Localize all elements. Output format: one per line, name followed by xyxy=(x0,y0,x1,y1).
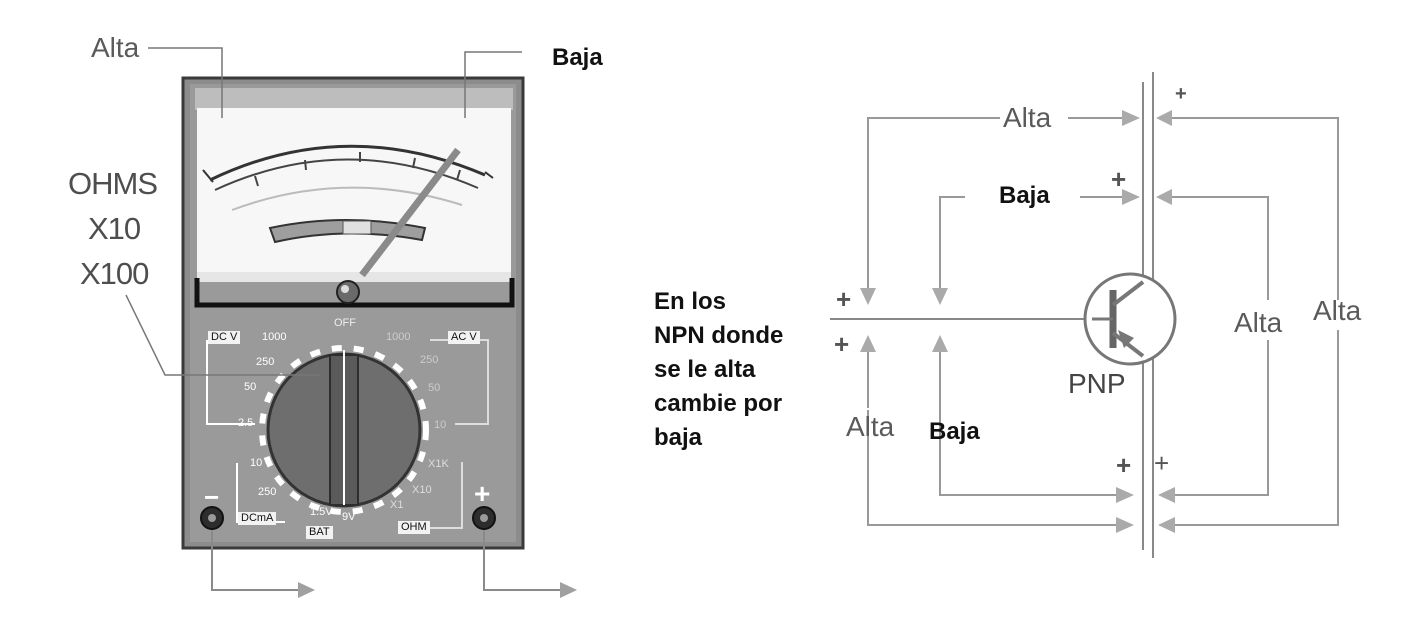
dcv-2-5: 2.5 xyxy=(238,417,254,429)
scale-end-left xyxy=(202,169,214,183)
meter-window-top xyxy=(195,88,513,110)
scale-band-mark xyxy=(342,220,372,235)
npn-note-line-4: cambie por xyxy=(654,390,783,417)
plus-top-right: + xyxy=(1175,83,1187,105)
ohm-tag: OHM xyxy=(398,521,430,534)
arrow-inner-top-right-into-rail xyxy=(1156,189,1172,205)
acv-50: 50 xyxy=(428,382,441,394)
scale-arc-faint xyxy=(231,186,463,211)
arrow-inner-top-into-rail xyxy=(1122,189,1140,205)
npn-note-line-5: baja xyxy=(654,424,703,451)
ohm-x1: X1 xyxy=(390,499,404,511)
scale-end-right xyxy=(484,171,494,179)
ohms-label: OHMS xyxy=(68,166,158,201)
meter-needle xyxy=(359,147,461,278)
x100-label: X100 xyxy=(80,256,149,291)
dcv-1000: 1000 xyxy=(262,331,287,343)
dcv-tag: DC V xyxy=(208,331,241,344)
meter-window-bottom xyxy=(197,272,511,282)
plus-jack-hole xyxy=(480,514,488,522)
meter-window xyxy=(197,108,511,280)
baja-leader xyxy=(464,51,522,118)
x10-label: X10 xyxy=(88,211,141,246)
arrow-inner-down-left xyxy=(932,288,948,305)
plus-base-top: + xyxy=(836,284,852,314)
plus-probe-line xyxy=(483,530,562,591)
plus-base-bottom: + xyxy=(834,329,850,359)
loop-bottom-inner-right xyxy=(1175,340,1269,496)
ohm-x1k: X1K xyxy=(428,458,449,470)
dcma-250: 250 xyxy=(258,486,277,498)
alta-label-bottom: Alta xyxy=(846,411,895,442)
baja-label-bottom: Baja xyxy=(929,418,980,445)
loop-right-outer xyxy=(1170,117,1339,300)
dcv-50: 50 xyxy=(244,381,257,393)
scale-tick-5 xyxy=(456,169,461,181)
scale-tick-4 xyxy=(412,157,416,169)
baja-label-left: Baja xyxy=(552,44,603,71)
arrow-outer-top-into-rail xyxy=(1122,110,1140,126)
arrow-outer-bottom-right-into-rail xyxy=(1158,517,1175,533)
scale-tick-2 xyxy=(304,159,307,171)
npn-note-line-3: se le alta xyxy=(654,356,756,383)
minus-jack-hole xyxy=(208,514,216,522)
loop-bottom-outer-right xyxy=(1175,330,1339,526)
arrow-outer-up-left xyxy=(860,335,876,352)
meter-window-base xyxy=(194,278,515,308)
transistor-emitter-arrow xyxy=(1118,330,1134,348)
acv-1000: 1000 xyxy=(386,331,411,343)
minus-probe-arrowhead xyxy=(298,582,315,598)
transistor-circle xyxy=(1083,272,1177,366)
rotary-dial-ring xyxy=(259,345,429,515)
dcv-box xyxy=(206,340,255,425)
arrow-outer-top-right-into-rail xyxy=(1156,110,1172,126)
plus-symbol: + xyxy=(474,478,491,509)
needle-pivot-shine xyxy=(341,285,349,293)
scale-tick-1 xyxy=(254,175,259,187)
alta-leader xyxy=(148,47,223,118)
arrow-inner-up-left xyxy=(932,335,948,352)
ohm-x10: X10 xyxy=(412,484,432,496)
pnp-label: PNP xyxy=(1068,368,1126,399)
off-label: OFF xyxy=(334,317,356,329)
alta-label-top: Alta xyxy=(1003,102,1052,133)
plus-probe-arrowhead xyxy=(560,582,577,598)
bat-1-5v: 1.5V xyxy=(310,506,333,518)
acv-250: 250 xyxy=(420,354,439,366)
transistor-emitter xyxy=(1111,331,1145,358)
plus-top-left: + xyxy=(1111,164,1127,194)
arrow-inner-bottom-into-rail xyxy=(1116,487,1134,503)
arrow-inner-bottom-right-into-rail xyxy=(1158,487,1175,503)
loop-right-inner xyxy=(1170,196,1269,300)
loop-top-inner xyxy=(939,196,965,290)
arrow-outer-bottom-into-rail xyxy=(1116,517,1134,533)
npn-note-line-1: En los xyxy=(654,288,727,315)
bat-tag: BAT xyxy=(306,526,333,539)
alta-label-right-inner: Alta xyxy=(1234,307,1283,338)
baja-label-top: Baja xyxy=(999,182,1050,209)
plus-bottom-right: + xyxy=(1154,448,1170,478)
dcv-250: 250 xyxy=(256,356,275,368)
scale-arc-inner xyxy=(214,158,479,191)
alta-label-right-outer: Alta xyxy=(1313,295,1362,326)
minus-probe-line xyxy=(211,530,300,591)
transistor-collector xyxy=(1111,280,1145,307)
dcma-10: 10 xyxy=(250,457,263,469)
npn-note: En los NPN donde se le alta cambie por b… xyxy=(654,285,783,455)
dcma-tag: DCmA xyxy=(238,512,277,525)
acv-10: 10 xyxy=(434,419,447,431)
plus-bottom-left: + xyxy=(1116,450,1132,480)
arrow-outer-down-left xyxy=(860,288,876,305)
bat-9v: 9V xyxy=(342,511,356,523)
loop-bottom-inner-left xyxy=(939,352,1118,496)
ohms-leader xyxy=(125,294,320,376)
loop-bottom-outer-left xyxy=(867,410,1118,526)
alta-label-left: Alta xyxy=(91,32,140,63)
loop-top-outer xyxy=(867,117,1000,290)
npn-note-line-2: NPN donde xyxy=(654,322,784,349)
minus-symbol: − xyxy=(204,482,220,512)
acv-tag: AC V xyxy=(448,331,480,344)
